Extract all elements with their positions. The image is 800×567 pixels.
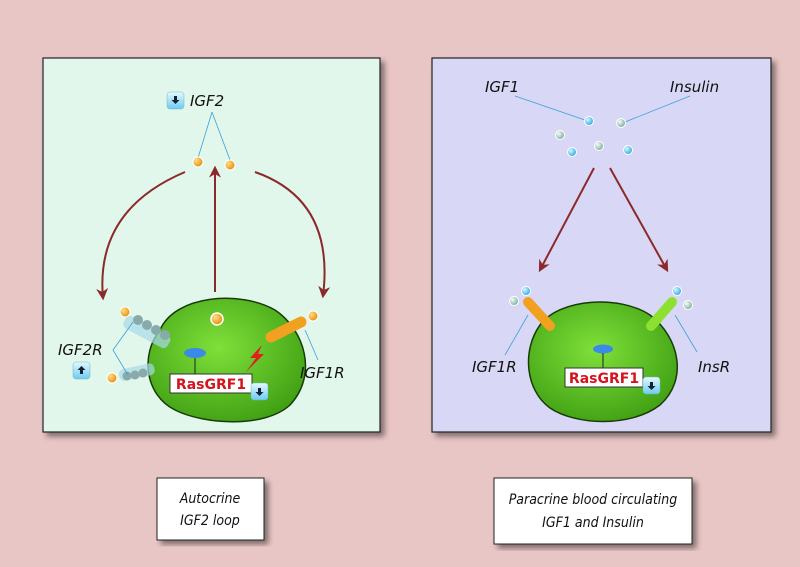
paracrine-caption: Paracrine blood circulating IGF1 and Ins…: [493, 477, 693, 545]
autocrine-panel: IGF2 IGF2R IGF1R Ras: [42, 57, 381, 433]
down-arrow-icon: [250, 382, 269, 401]
arrow-to-igf1r: [538, 167, 595, 273]
igf2-label: IGF2: [190, 92, 224, 110]
svg-text:Paracrine blood circulating: Paracrine blood circulating: [509, 492, 678, 508]
paracrine-panel: IGF1 Insulin IGF1R InsR RasGRF1: [431, 57, 772, 433]
down-arrow-icon: [166, 91, 185, 110]
rasgrf1-label: RasGRF1: [176, 377, 246, 393]
arrow-to-igf1r: [254, 171, 331, 299]
igf2r-label: IGF2R: [58, 341, 103, 359]
down-arrow-icon: [642, 376, 661, 395]
rasgrf1-box: [564, 367, 644, 388]
igf2-ligand: [192, 156, 204, 168]
igf1r-label: IGF1R: [472, 358, 517, 376]
svg-text:IGF2 loop: IGF2 loop: [180, 513, 240, 529]
igf2-ligand: [224, 159, 236, 171]
up-arrow-icon: [72, 361, 91, 380]
igf1r-receptor: [265, 316, 307, 343]
igf2r-receptor: [106, 306, 171, 384]
svg-text:Autocrine: Autocrine: [179, 491, 241, 507]
igf1r-label: IGF1R: [300, 364, 345, 382]
insr-receptor: [646, 297, 677, 331]
rasgrf1-protein: [184, 348, 206, 358]
insulin-label: Insulin: [670, 78, 719, 96]
arrow-to-igf2r: [96, 171, 186, 301]
rasgrf1-protein: [593, 344, 613, 354]
arrow-to-insr: [609, 167, 669, 273]
svg-text:IGF1 and Insulin: IGF1 and Insulin: [542, 515, 644, 531]
igf1-label: IGF1: [485, 78, 519, 96]
cell: [147, 297, 307, 423]
igf1r-receptor: [523, 297, 555, 331]
insr-label: InsR: [698, 358, 730, 376]
autocrine-caption: Autocrine IGF2 loop: [156, 477, 265, 541]
rasgrf1-label: RasGRF1: [569, 371, 639, 387]
